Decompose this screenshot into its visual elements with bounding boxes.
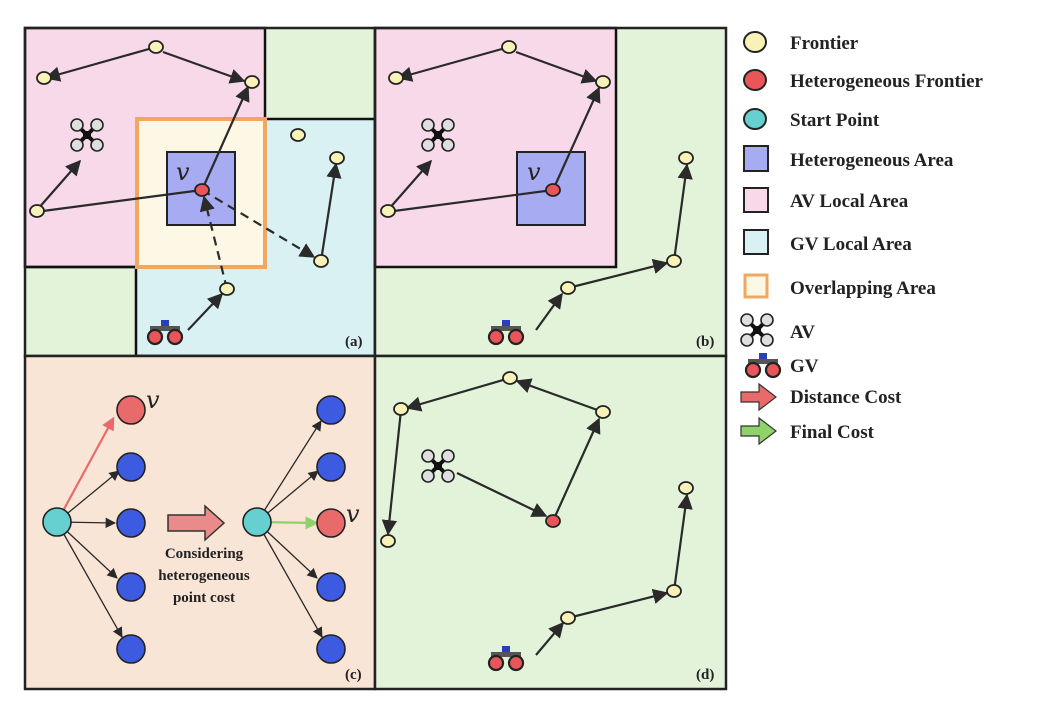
frontier-node	[148, 40, 164, 54]
frontier-node	[560, 281, 576, 295]
frontier-node	[36, 71, 52, 85]
frontier-node	[244, 75, 260, 89]
legend-frontier: Frontier	[790, 33, 859, 54]
candidate-node	[316, 395, 346, 425]
candidate-node	[316, 572, 346, 602]
node-label-v: v	[176, 158, 190, 186]
heterogeneous-frontier-node	[194, 183, 210, 197]
start-point-icon	[743, 108, 767, 130]
candidate-node	[116, 508, 146, 538]
start-node	[242, 507, 272, 537]
legend-final-cost: Final Cost	[790, 422, 875, 443]
candidate-node	[316, 452, 346, 482]
overlapping-area-icon	[743, 273, 769, 299]
legend-start-point: Start Point	[790, 110, 880, 131]
legend-heterogeneous-frontier: Heterogeneous Frontier	[790, 71, 984, 92]
frontier-node	[666, 584, 682, 598]
heterogeneous-node	[116, 395, 146, 425]
frontier-node	[290, 128, 306, 142]
frontier-node	[501, 40, 517, 54]
panel-a: v (a)	[23, 26, 377, 358]
heterogeneous-frontier-node	[545, 514, 561, 528]
heterogeneous-node	[316, 508, 346, 538]
frontier-node	[313, 254, 329, 268]
legend-heterogeneous-area: Heterogeneous Area	[790, 150, 954, 171]
mid-text-line-3: point cost	[173, 590, 235, 606]
legend-av-local-area: AV Local Area	[790, 191, 909, 212]
frontier-node	[29, 204, 45, 218]
legend-gv-local-area: GV Local Area	[790, 234, 912, 255]
mid-text-line-2: heterogeneous	[158, 568, 250, 584]
candidate-node	[316, 634, 346, 664]
candidate-node	[116, 572, 146, 602]
panel-d: (d)	[373, 354, 728, 691]
frontier-node	[329, 151, 345, 165]
panel-label-d: (d)	[696, 667, 714, 683]
candidate-node	[116, 634, 146, 664]
node-label-v: v	[346, 500, 360, 528]
candidate-node	[116, 452, 146, 482]
frontier-node	[678, 481, 694, 495]
legend: Frontier Heterogeneous Frontier Start Po…	[739, 31, 984, 446]
frontier-node	[380, 534, 396, 548]
frontier-node	[393, 402, 409, 416]
panel-label-a: (a)	[345, 334, 363, 350]
red-arrow-icon	[740, 382, 777, 412]
frontier-icon	[743, 31, 767, 53]
av-local-area	[373, 26, 618, 269]
legend-gv: GV	[790, 356, 819, 377]
ground-vehicle-icon	[744, 351, 782, 379]
frontier-node	[388, 71, 404, 85]
panel-label-c: (c)	[345, 667, 362, 683]
start-node	[42, 507, 72, 537]
frontier-node	[502, 371, 518, 385]
heterogeneous-frontier-node	[545, 183, 561, 197]
legend-av: AV	[790, 322, 815, 343]
heterogeneous-frontier-icon	[743, 69, 767, 91]
green-arrow-icon	[740, 416, 777, 446]
panel-c: v v Considering heterogeneous point cost…	[23, 354, 377, 691]
gv-local-area-icon	[743, 229, 769, 255]
node-label-v: v	[146, 386, 160, 414]
frontier-node	[380, 204, 396, 218]
red-arrow-icon	[167, 504, 226, 542]
legend-overlapping-area: Overlapping Area	[790, 278, 936, 299]
mid-text-line-1: Considering	[165, 546, 244, 562]
frontier-node	[595, 75, 611, 89]
frontier-node	[560, 611, 576, 625]
heterogeneous-area-icon	[743, 145, 769, 172]
av-local-area-icon	[743, 187, 769, 213]
drone-icon	[739, 312, 775, 348]
panel-b: v (b)	[373, 26, 728, 358]
frontier-node	[595, 405, 611, 419]
frontier-node	[678, 151, 694, 165]
panel-label-b: (b)	[696, 334, 714, 350]
node-label-v: v	[527, 158, 541, 186]
legend-distance-cost: Distance Cost	[790, 387, 902, 408]
frontier-node	[219, 282, 235, 296]
frontier-node	[666, 254, 682, 268]
